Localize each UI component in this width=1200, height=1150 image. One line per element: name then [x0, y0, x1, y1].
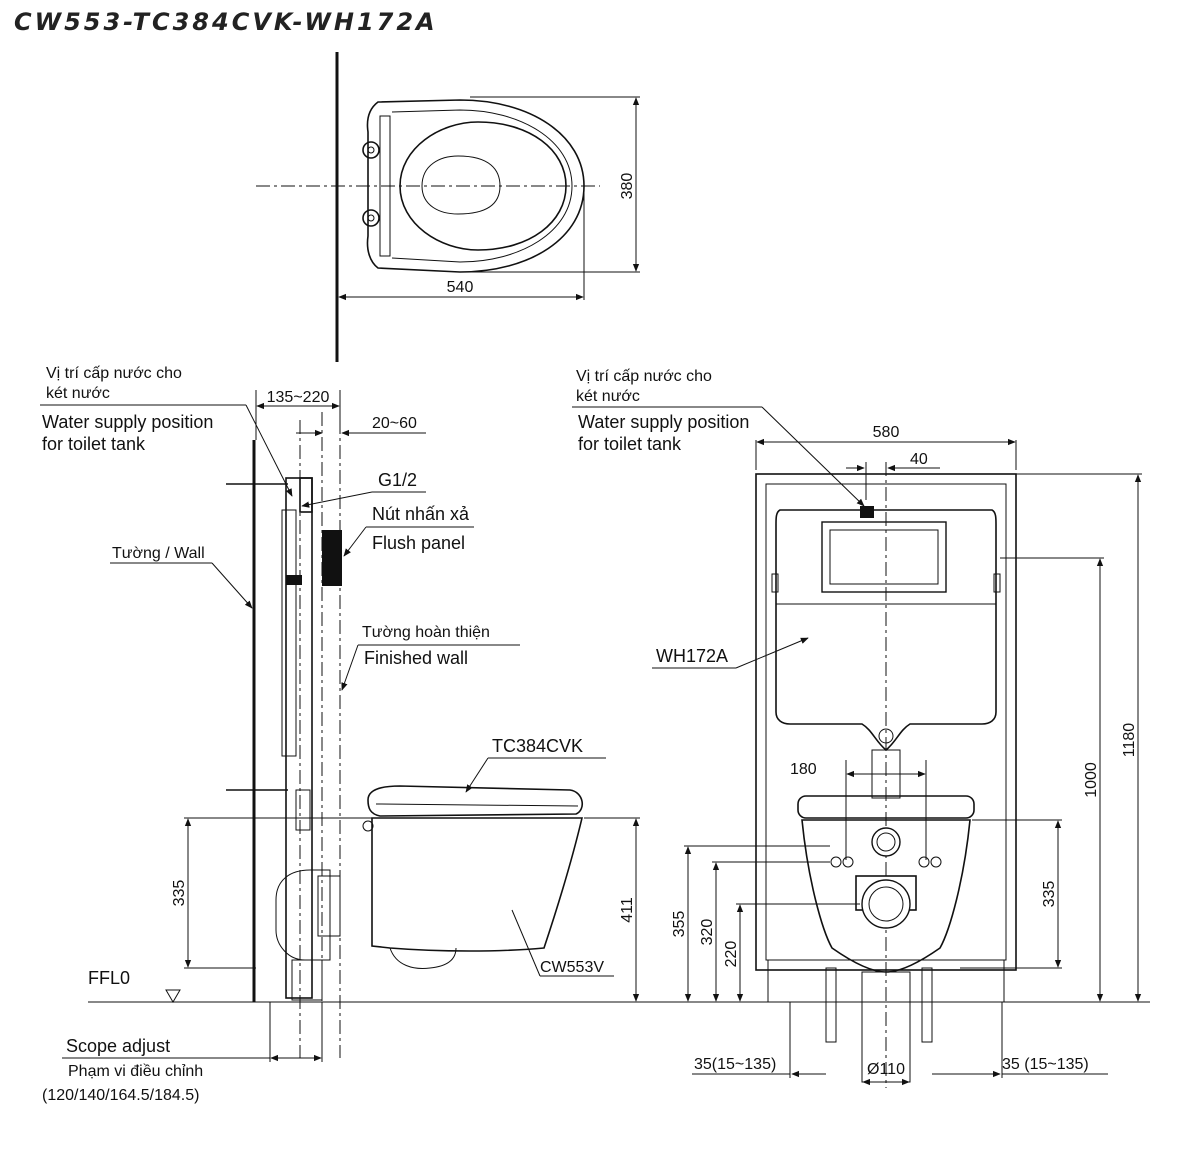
dim-220-label: 220 [723, 941, 740, 968]
side-wall-leader [211, 562, 253, 609]
side-water-supply-vi-2: két nước [46, 385, 110, 402]
side-water-supply-leader [245, 404, 293, 497]
dim-135-label: 135~220 [267, 389, 330, 406]
dim-leg-left-label: 35(15~135) [694, 1056, 776, 1073]
side-drain-elbow [275, 869, 331, 961]
front-bolt-left [830, 856, 842, 868]
side-valve-block [286, 575, 302, 585]
side-drain-pipe [291, 959, 323, 1001]
side-water-supply-en-1: Water supply position [42, 412, 213, 432]
front-frame-model: WH172A [656, 646, 728, 666]
front-supply-ring-inner [876, 832, 896, 852]
front-seat [797, 795, 975, 819]
side-drain-collar [295, 789, 311, 831]
side-water-supply-vi-1: Vị trí cấp nước cho [46, 365, 182, 382]
top-view-bowl-outline [366, 99, 585, 273]
side-inlet-block [299, 477, 313, 513]
top-view-hinge-lower-core [367, 214, 375, 222]
side-flush-leader [343, 526, 367, 557]
dim-320-label: 320 [699, 919, 716, 946]
dim-411-label: 411 [619, 897, 636, 923]
front-water-supply-en-2: for toilet tank [578, 434, 682, 454]
side-wall-label: Tường / Wall [112, 545, 205, 562]
dim-40-label: 40 [910, 451, 928, 468]
top-view-hinge-upper-core [367, 146, 375, 154]
side-view: Vị trí cấp nước cho két nước Water suppl… [40, 365, 640, 1104]
side-bowl-model: CW553V [540, 959, 604, 976]
dim-580-label: 580 [873, 424, 900, 441]
front-water-supply-leader [761, 406, 865, 507]
side-cistern [281, 509, 297, 757]
front-view: Vị trí cấp nước cho két nước Water suppl… [572, 368, 1150, 1088]
scope-vi: Phạm vi điều chỉnh [68, 1063, 203, 1080]
front-water-supply-vi-1: Vị trí cấp nước cho [576, 368, 712, 385]
side-seat-model-leader [465, 757, 489, 793]
side-frame-post [285, 477, 313, 999]
side-seat-lid [367, 785, 583, 817]
model-title: CW553-TC384CVK-WH172A [14, 8, 438, 36]
dim-355-label: 355 [671, 911, 688, 938]
side-thread-leader [301, 491, 373, 508]
front-drain-inner [868, 886, 904, 922]
side-thread-label: G1/2 [378, 470, 417, 490]
dim-380-label: 380 [619, 173, 636, 200]
dim-1180-label: 1180 [1121, 723, 1138, 758]
side-floor-marker [165, 989, 181, 1003]
front-bracket-left [771, 573, 779, 593]
front-bolt-right-2 [918, 856, 930, 868]
front-water-supply-vi-2: két nước [576, 388, 640, 405]
dim-drain-label: Ø110 [867, 1061, 905, 1078]
front-bolt-right [930, 856, 942, 868]
side-flush-en: Flush panel [372, 533, 465, 553]
side-flush-vi: Nút nhấn xả [372, 504, 470, 524]
side-floor-label: FFL0 [88, 968, 130, 988]
dim-180-label: 180 [790, 761, 817, 778]
front-foot-right [921, 967, 933, 1043]
top-view: 540 380 [256, 52, 640, 362]
front-foot-left [825, 967, 837, 1043]
scope-en: Scope adjust [66, 1036, 170, 1056]
side-flush-panel [322, 530, 342, 586]
side-hinge [362, 820, 374, 832]
top-view-seat-outline [391, 109, 573, 263]
side-finished-vi: Tường hoàn thiện [362, 624, 490, 641]
dim-1000-label: 1000 [1083, 762, 1100, 798]
side-seat-line [375, 803, 579, 807]
front-bracket-right [993, 573, 1001, 593]
dim-leg-right-label: 35 (15~135) [1002, 1056, 1089, 1073]
dim-20-label: 20~60 [372, 415, 417, 432]
dim-335r-label: 335 [1041, 881, 1058, 908]
side-bowl-model-leader [511, 909, 541, 977]
front-flush-panel [821, 521, 947, 593]
top-view-hinge-lower [362, 209, 380, 227]
front-bolt-left-2 [842, 856, 854, 868]
dim-335-label: 335 [171, 880, 188, 907]
front-inlet-valve [860, 506, 874, 518]
scope-values: (120/140/164.5/184.5) [42, 1087, 199, 1104]
front-water-supply-en-1: Water supply position [578, 412, 749, 432]
front-supply-ring-outer [871, 827, 901, 857]
top-view-hinge-upper [362, 141, 380, 159]
top-view-bowl-opening [421, 155, 501, 215]
side-bowl-bracket [317, 875, 341, 937]
front-flush-panel-inner [829, 529, 939, 585]
side-bowl-body [371, 817, 584, 952]
side-finished-en: Finished wall [364, 648, 468, 668]
front-frame-inner [765, 483, 1007, 961]
side-water-supply-en-2: for toilet tank [42, 434, 146, 454]
side-seat-model: TC384CVK [492, 736, 583, 756]
side-bowl-foot [389, 947, 457, 969]
front-frame-model-leader [735, 637, 809, 669]
side-finished-leader [341, 644, 359, 691]
dim-540-label: 540 [447, 279, 474, 296]
